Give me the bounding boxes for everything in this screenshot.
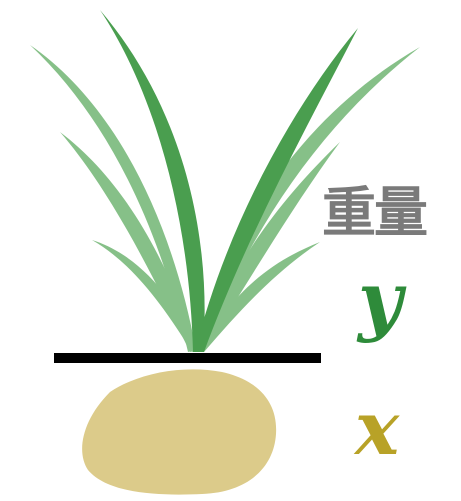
weight-label: 重量 xyxy=(322,186,426,240)
root-variable-label: x xyxy=(355,392,399,466)
shoot-variable-label: y xyxy=(358,262,402,338)
ground-line xyxy=(54,353,321,363)
leaf-center-dark xyxy=(100,10,205,352)
root-tuber xyxy=(82,369,276,494)
